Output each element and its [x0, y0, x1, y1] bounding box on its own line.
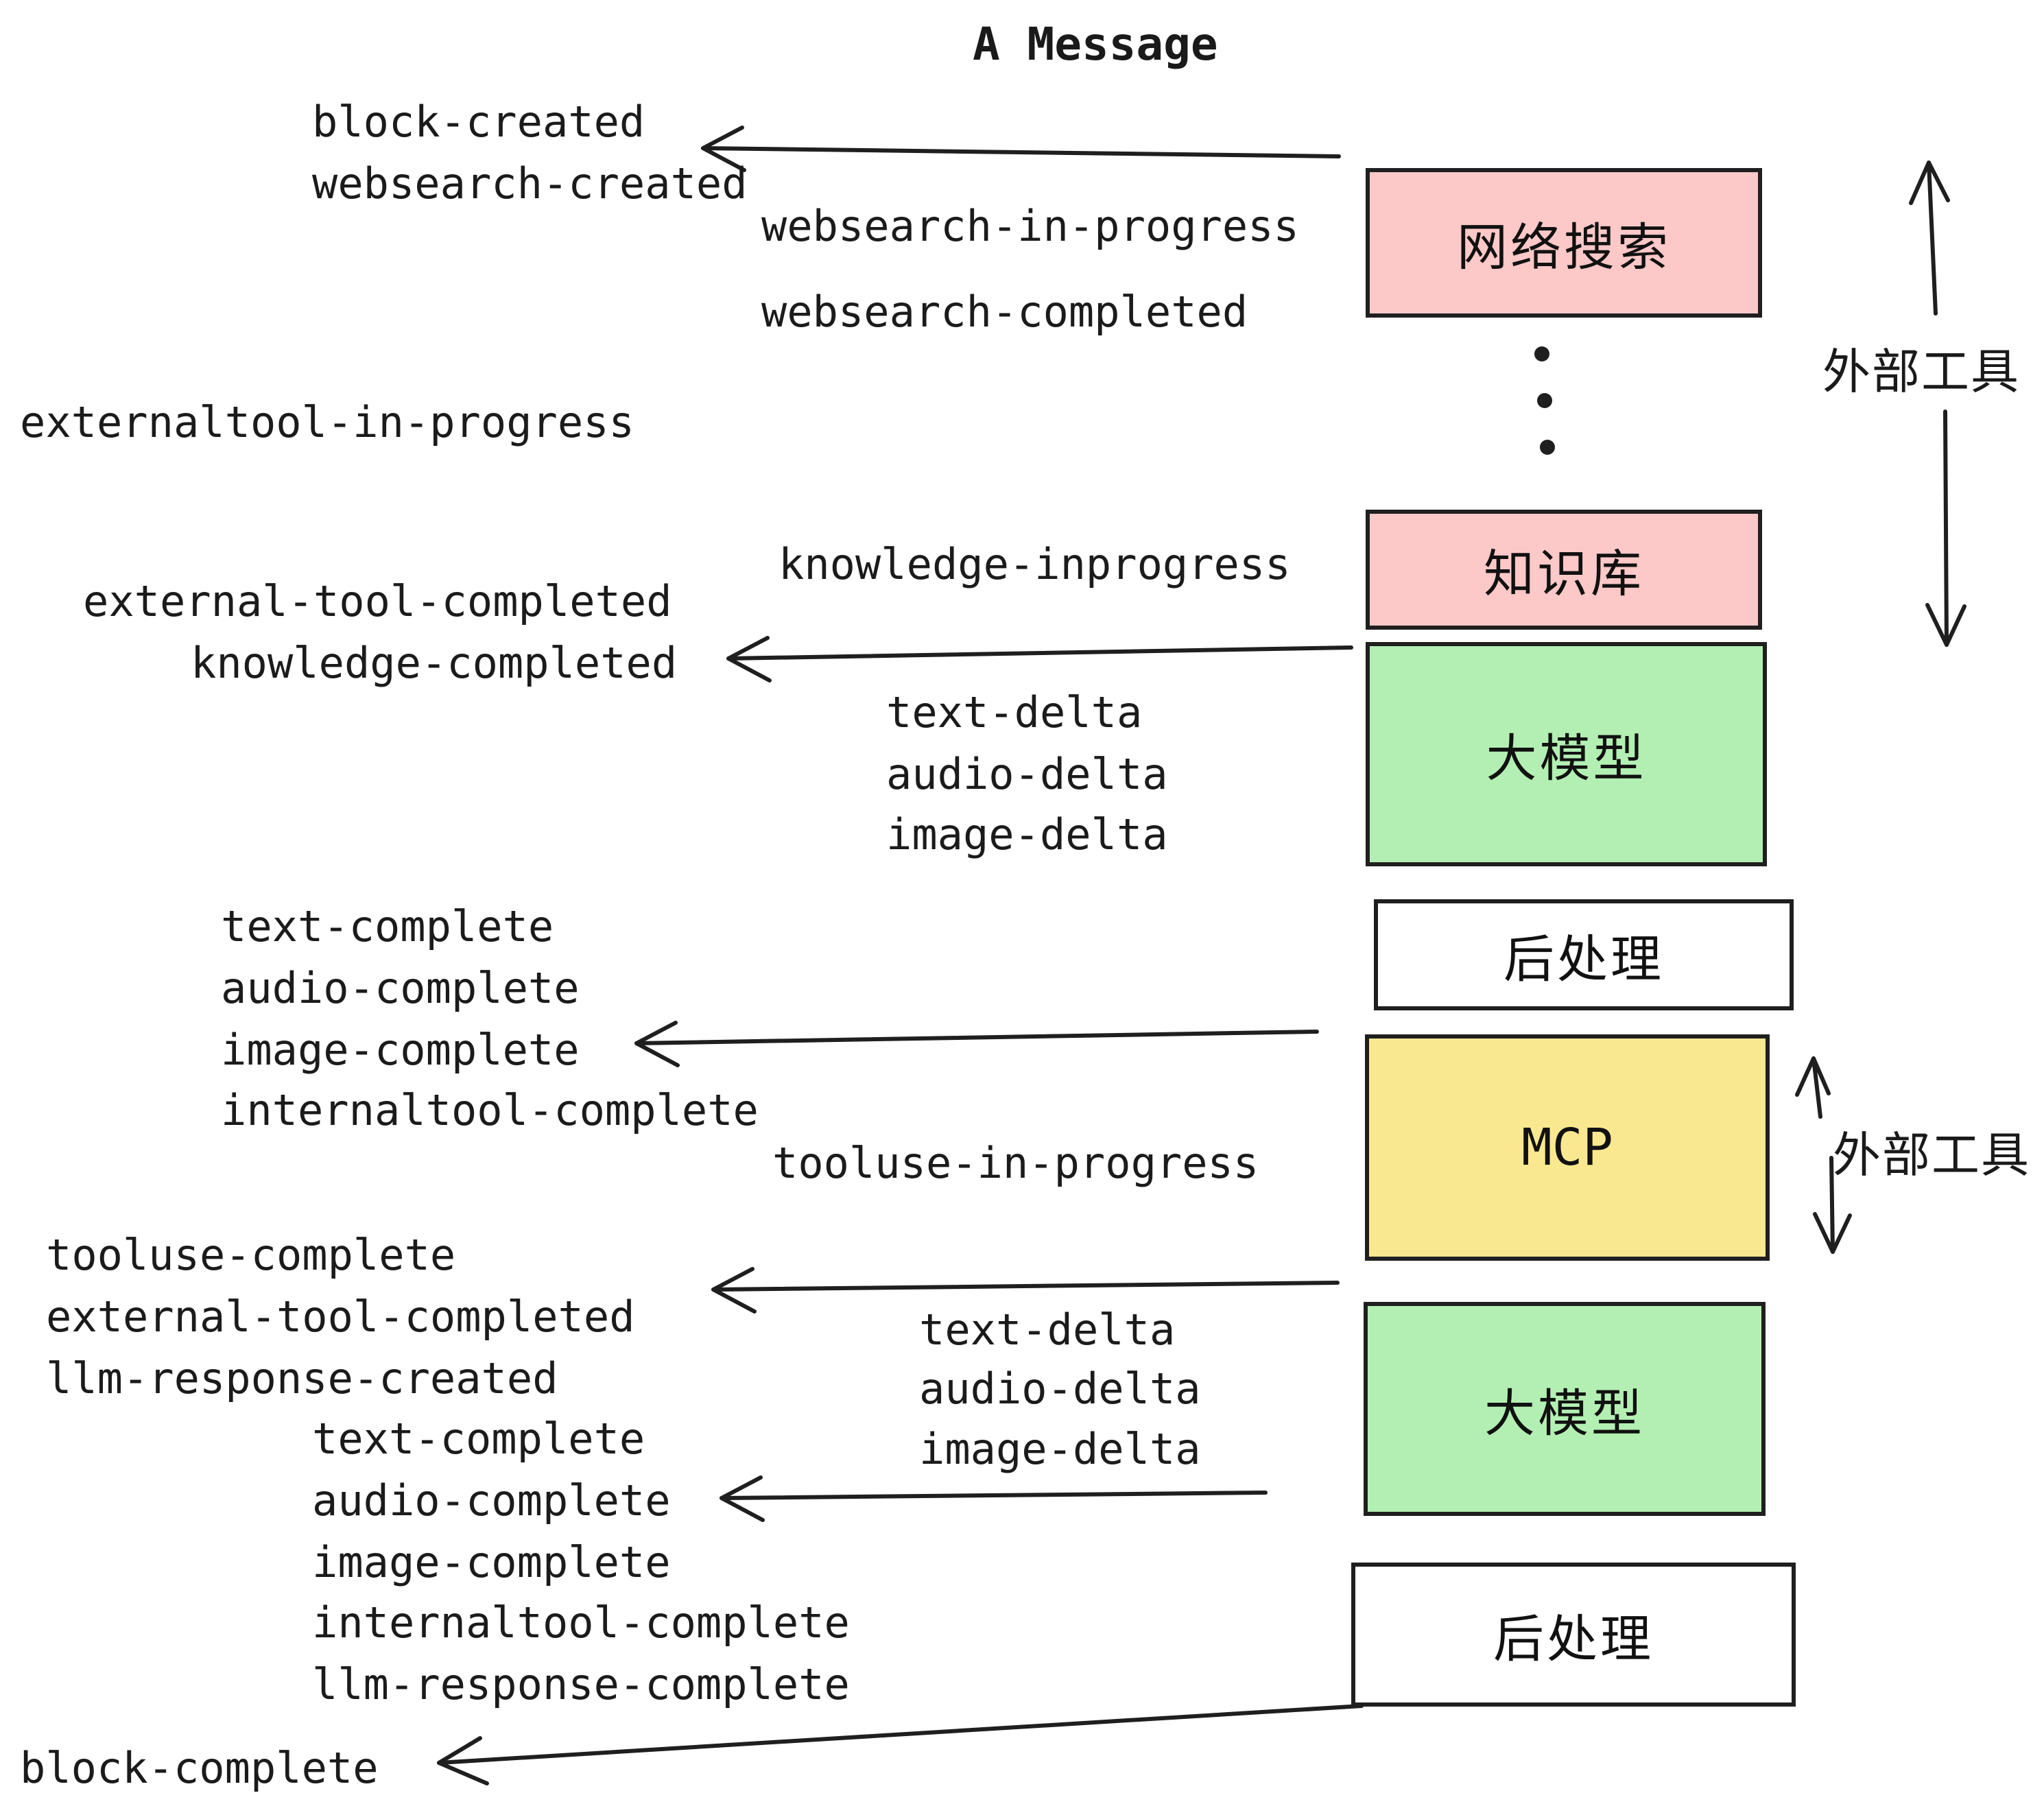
- mcp-external-tool-up-arrow: [1795, 1056, 1831, 1119]
- event-external-tool-completed-2: external-tool-completed: [46, 1292, 635, 1342]
- event-tooluse-in-progress: tooluse-in-progress: [772, 1138, 1259, 1188]
- event-websearch-created: websearch-created: [312, 158, 748, 209]
- event-knowledge-inprogress: knowledge-inprogress: [779, 539, 1291, 589]
- diagram-title: A Message: [973, 18, 1218, 71]
- event-llm-response-created: llm-response-created: [46, 1353, 558, 1403]
- box-postprocess-2-label: 后处理: [1493, 1609, 1654, 1669]
- box-llm-1: 大模型: [1366, 642, 1767, 866]
- event-block-complete: block-complete: [20, 1743, 379, 1793]
- box-postprocess-1: 后处理: [1374, 899, 1794, 1010]
- external-tools-label-mcp: 外部工具: [1833, 1127, 2030, 1183]
- box-llm-2-label: 大模型: [1484, 1384, 1645, 1443]
- event-image-delta-2: image-delta: [919, 1424, 1201, 1474]
- arrow-to-block-complete: [437, 1704, 1364, 1785]
- event-audio-complete-1: audio-complete: [221, 963, 580, 1013]
- event-internaltool-complete-1: internaltool-complete: [221, 1085, 759, 1135]
- box-postprocess-1-label: 后处理: [1504, 929, 1664, 989]
- event-audio-complete-2: audio-complete: [312, 1475, 671, 1526]
- box-mcp-label: MCP: [1521, 1118, 1613, 1177]
- box-knowledge: 知识库: [1366, 510, 1762, 630]
- arrow-to-image-complete: [634, 1021, 1319, 1067]
- arrow-to-knowledge-completed: [726, 636, 1353, 683]
- box-llm-2: 大模型: [1364, 1302, 1766, 1516]
- event-tooluse-complete: tooluse-complete: [46, 1230, 456, 1280]
- box-mcp: MCP: [1365, 1034, 1770, 1261]
- box-websearch: 网络搜索: [1366, 168, 1762, 318]
- event-image-delta-1: image-delta: [886, 809, 1168, 859]
- arrow-to-audio-complete: [720, 1475, 1268, 1522]
- event-image-complete-1: image-complete: [221, 1025, 580, 1075]
- event-text-delta-2: text-delta: [919, 1305, 1176, 1355]
- box-postprocess-2: 后处理: [1351, 1563, 1796, 1707]
- event-llm-response-complete: llm-response-complete: [312, 1659, 850, 1709]
- event-externaltool-in-progress: externaltool-in-progress: [20, 397, 634, 447]
- box-websearch-label: 网络搜索: [1457, 217, 1671, 277]
- event-block-created: block-created: [312, 97, 645, 147]
- external-tools-label-top: 外部工具: [1822, 344, 2020, 400]
- event-websearch-in-progress: websearch-in-progress: [761, 201, 1299, 251]
- event-image-complete-2: image-complete: [312, 1537, 671, 1587]
- event-internaltool-complete-2: internaltool-complete: [312, 1598, 850, 1648]
- arrow-to-websearch-created: [701, 126, 1341, 172]
- event-audio-delta-1: audio-delta: [886, 749, 1168, 799]
- arrow-to-tooluse-complete: [711, 1267, 1340, 1314]
- external-tool-up-arrow: [1909, 161, 1950, 316]
- event-text-complete-2: text-complete: [312, 1414, 645, 1464]
- event-websearch-completed: websearch-completed: [761, 287, 1248, 337]
- event-text-complete-1: text-complete: [221, 901, 554, 951]
- external-tool-down-arrow: [1925, 410, 1966, 647]
- box-knowledge-label: 知识库: [1484, 545, 1644, 604]
- event-audio-delta-2: audio-delta: [919, 1364, 1201, 1414]
- ellipsis-dots: [1534, 346, 1555, 455]
- box-llm-1-label: 大模型: [1486, 729, 1647, 788]
- event-knowledge-completed: knowledge-completed: [191, 638, 678, 688]
- event-external-tool-completed-1: external-tool-completed: [83, 576, 672, 626]
- event-text-delta-1: text-delta: [886, 687, 1143, 737]
- mcp-external-tool-down-arrow: [1813, 1156, 1852, 1254]
